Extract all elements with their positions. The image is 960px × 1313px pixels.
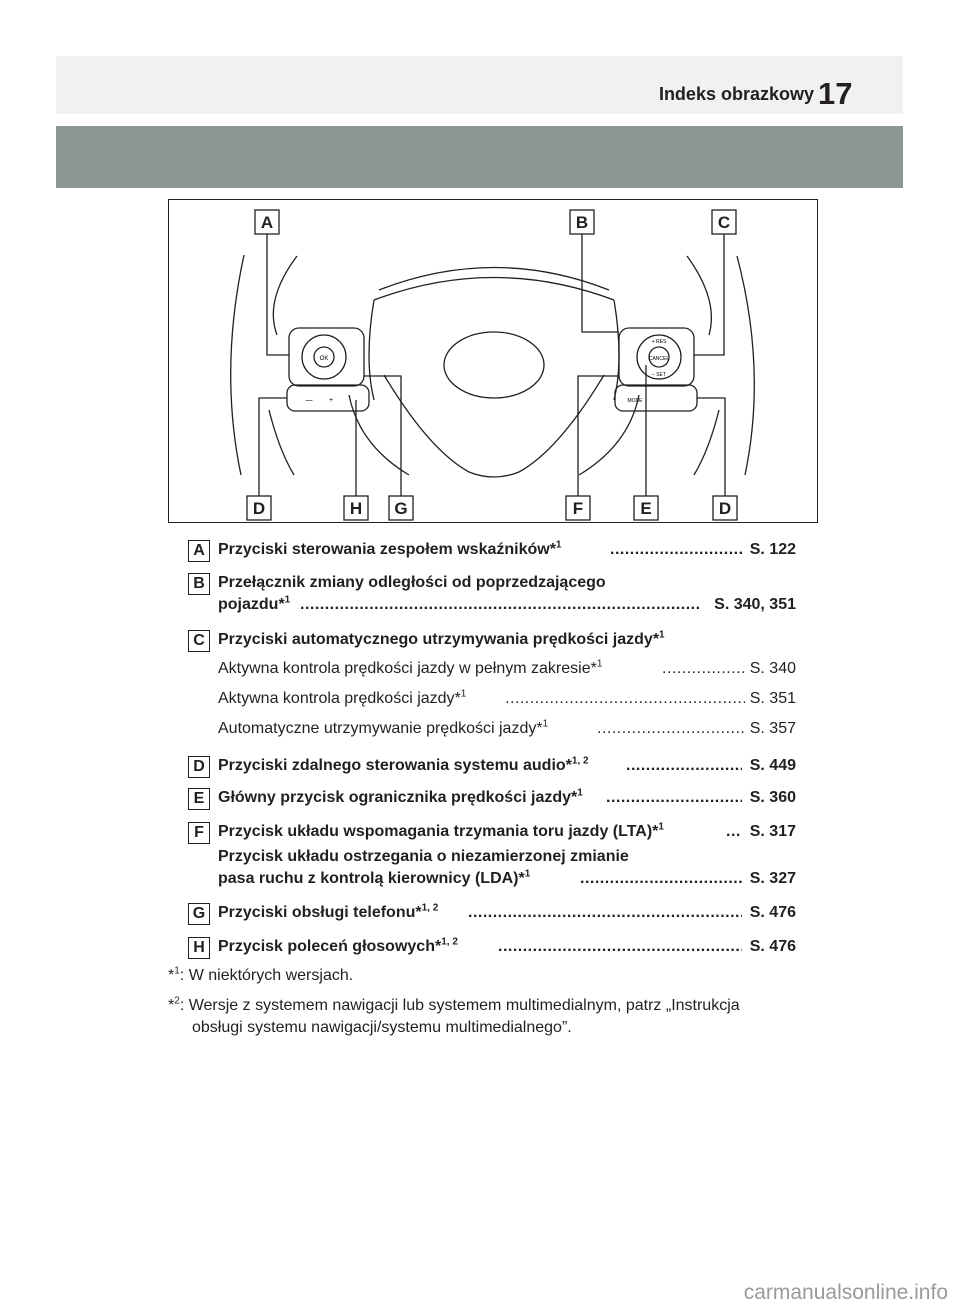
mode-button-label: MODE [628, 398, 644, 404]
entry-tag-b: B [188, 573, 210, 595]
callout-h: H [350, 499, 362, 518]
entry-c-sub3-leader: ........................................… [597, 720, 745, 737]
footnote-1: *1: W niektórych wersjach. [168, 965, 354, 984]
entry-c-sub3-page-ref: S. 357 [749, 720, 796, 737]
leader-f [577, 375, 619, 496]
entry-tag-d: D [188, 756, 210, 778]
entry-e-page-ref: S. 360 [749, 789, 796, 806]
entry-f-text-b1: Przycisk układu ostrzegania o niezamierz… [218, 848, 629, 865]
entry-c-sub2-text: Aktywna kontrola prędkości jazdy*1 [218, 688, 467, 707]
leader-d-right [697, 397, 726, 496]
entry-f-text-b2: pasa ruchu z kontrolą kierownicy (LDA)*1 [218, 868, 531, 887]
entry-f-b-leader: ........................................… [580, 870, 742, 887]
entry-f-b-page-ref: S. 327 [749, 870, 796, 887]
entry-d-text: Przyciski zdalnego sterowania systemu au… [218, 755, 589, 774]
leader-g [364, 375, 402, 496]
section-band [56, 126, 903, 188]
callout-d-right: D [719, 499, 731, 518]
callout-f: F [573, 499, 583, 518]
entry-h-text: Przycisk poleceń głosowych*1, 2 [218, 936, 458, 955]
entry-d-leader: ............................. [626, 757, 742, 774]
set-button-label: – SET [652, 372, 666, 378]
callout-a: A [261, 213, 273, 232]
entry-h-leader: ........................................… [498, 938, 742, 955]
footnote-2-line2: obsługi systemu nawigacji/systemu multim… [192, 1019, 572, 1036]
callout-b: B [576, 213, 588, 232]
steering-wheel-illustration: OK + RES CANCEL – SET MODE — + [230, 209, 755, 521]
leader-c [694, 234, 725, 356]
section-title: Indeks obrazkowy [658, 84, 814, 104]
entry-c-sub3-text: Automatyczne utrzymywanie prędkości jazd… [218, 718, 549, 737]
ok-button-label: OK [320, 356, 329, 362]
entry-tag-f: F [188, 822, 210, 844]
entry-e-text: Główny przycisk ogranicznika prędkości j… [218, 787, 583, 806]
entry-c-sub2-page-ref: S. 351 [749, 690, 796, 707]
entry-f-page-ref: S. 317 [749, 823, 796, 840]
callout-g: G [394, 499, 407, 518]
steering-wheel-figure: OK + RES CANCEL – SET MODE — + [168, 199, 818, 523]
entry-a-leader: .................................. [610, 541, 742, 558]
entry-e-leader: .................................. [606, 789, 742, 806]
right-paddle-outline [736, 255, 755, 476]
entry-g-leader: ........................................… [468, 904, 742, 921]
steering-rim-top [373, 276, 615, 301]
entry-tag-a: A [188, 540, 210, 562]
leader-d-left [258, 397, 287, 496]
callout-d-left: D [253, 499, 265, 518]
leader-b [581, 234, 619, 333]
entry-c-sub1-page-ref: S. 340 [749, 660, 796, 677]
entry-f-text: Przycisk układu wspomagania trzymania to… [218, 821, 664, 840]
entry-tag-h: H [188, 937, 210, 959]
right-control-panel [618, 327, 695, 387]
page-number: 17 [818, 76, 853, 111]
entry-b-text-line2: pojazdu*1 [218, 594, 291, 613]
header-bar [56, 56, 903, 114]
entry-c-sub1-text: Aktywna kontrola prędkości jazdy w pełny… [218, 658, 603, 677]
entry-tag-g: G [188, 903, 210, 925]
leader-a [266, 234, 289, 356]
entry-g-page-ref: S. 476 [749, 904, 796, 921]
volume-minus-label: — [306, 397, 313, 404]
entry-f-leader: ... [726, 823, 741, 840]
volume-plus-label: + [329, 397, 333, 404]
footnote-2: *2: Wersje z systemem nawigacji lub syst… [168, 995, 740, 1014]
callout-e: E [640, 499, 651, 518]
watermark: carmanualsonline.info [743, 1281, 948, 1304]
entry-h-page-ref: S. 476 [749, 938, 796, 955]
entry-c-text: Przyciski automatycznego utrzymywania pr… [218, 629, 665, 648]
left-control-panel [288, 327, 365, 387]
entry-c-sub2-leader: ........................................… [505, 690, 745, 707]
entry-b-text: Przełącznik zmiany odległości od poprzed… [218, 574, 606, 591]
cancel-button-label: CANCEL [649, 356, 670, 362]
entry-b-page-ref: S. 340, 351 [714, 596, 796, 613]
entry-d-page-ref: S. 449 [749, 757, 796, 774]
entry-g-text: Przyciski obsługi telefonu*1, 2 [218, 902, 439, 921]
entry-tag-e: E [188, 788, 210, 810]
res-button-label: + RES [652, 339, 667, 345]
entry-a-text: Przyciski sterowania zespołem wskaźników… [218, 539, 562, 558]
entry-tag-c: C [188, 630, 210, 652]
entry-a-page-ref: S. 122 [749, 541, 796, 558]
callout-c: C [718, 213, 730, 232]
airbag-hub [443, 331, 545, 399]
left-paddle-outline [230, 254, 245, 476]
entry-c-sub1-leader: .......................... [662, 660, 746, 677]
entry-b-leader: ........................................… [300, 596, 700, 613]
